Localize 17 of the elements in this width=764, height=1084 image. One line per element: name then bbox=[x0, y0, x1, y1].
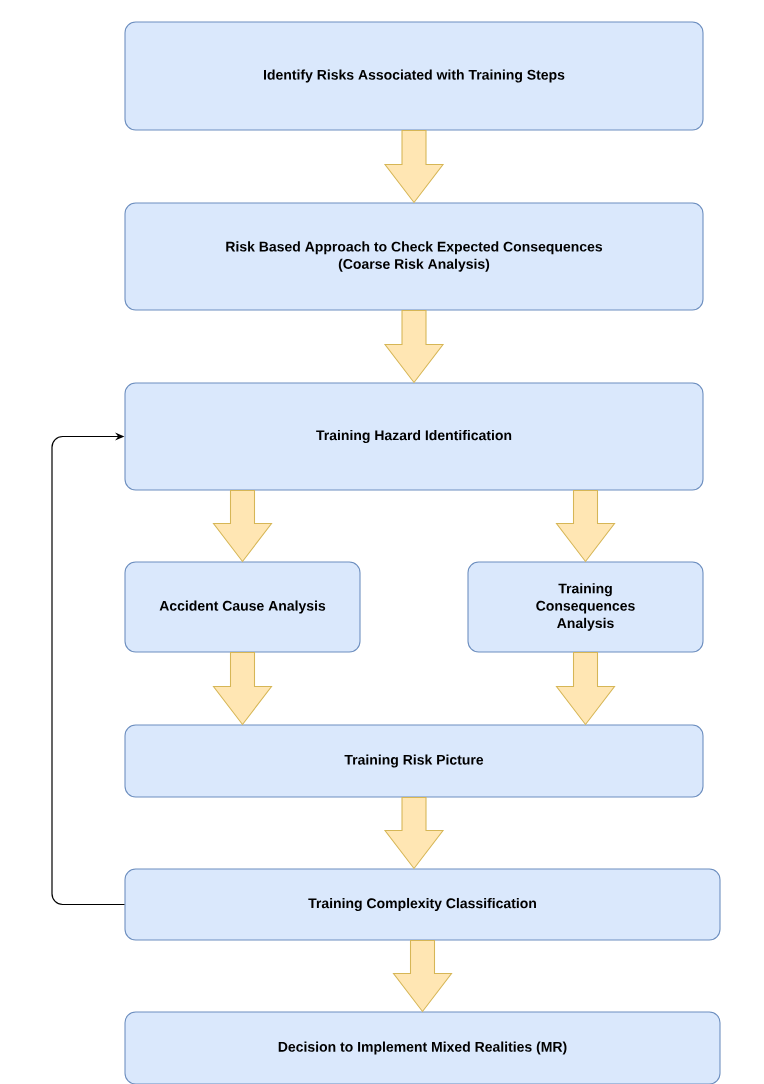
process-box: Training Hazard Identification bbox=[124, 382, 704, 491]
block-arrow bbox=[383, 310, 445, 384]
block-arrow bbox=[383, 130, 445, 204]
process-box: Training Risk Picture bbox=[124, 724, 704, 798]
process-box: Accident Cause Analysis bbox=[124, 561, 361, 653]
process-box: Decision to Implement Mixed Realities (MR) bbox=[124, 1011, 721, 1084]
block-arrow bbox=[383, 797, 445, 870]
block-arrow bbox=[212, 490, 273, 563]
block-arrow bbox=[555, 652, 616, 726]
process-box: Risk Based Approach to Check Expected Consequences (Coarse Risk Analysis) bbox=[124, 202, 704, 311]
process-box: Training Consequences Analysis bbox=[467, 561, 704, 653]
block-arrow bbox=[555, 490, 616, 563]
block-arrow bbox=[392, 940, 453, 1013]
arrow bbox=[51, 432, 126, 906]
process-box: Training Complexity Classification bbox=[124, 868, 721, 941]
block-arrow bbox=[212, 652, 273, 726]
process-box: Identify Risks Associated with Training Steps bbox=[124, 21, 704, 131]
